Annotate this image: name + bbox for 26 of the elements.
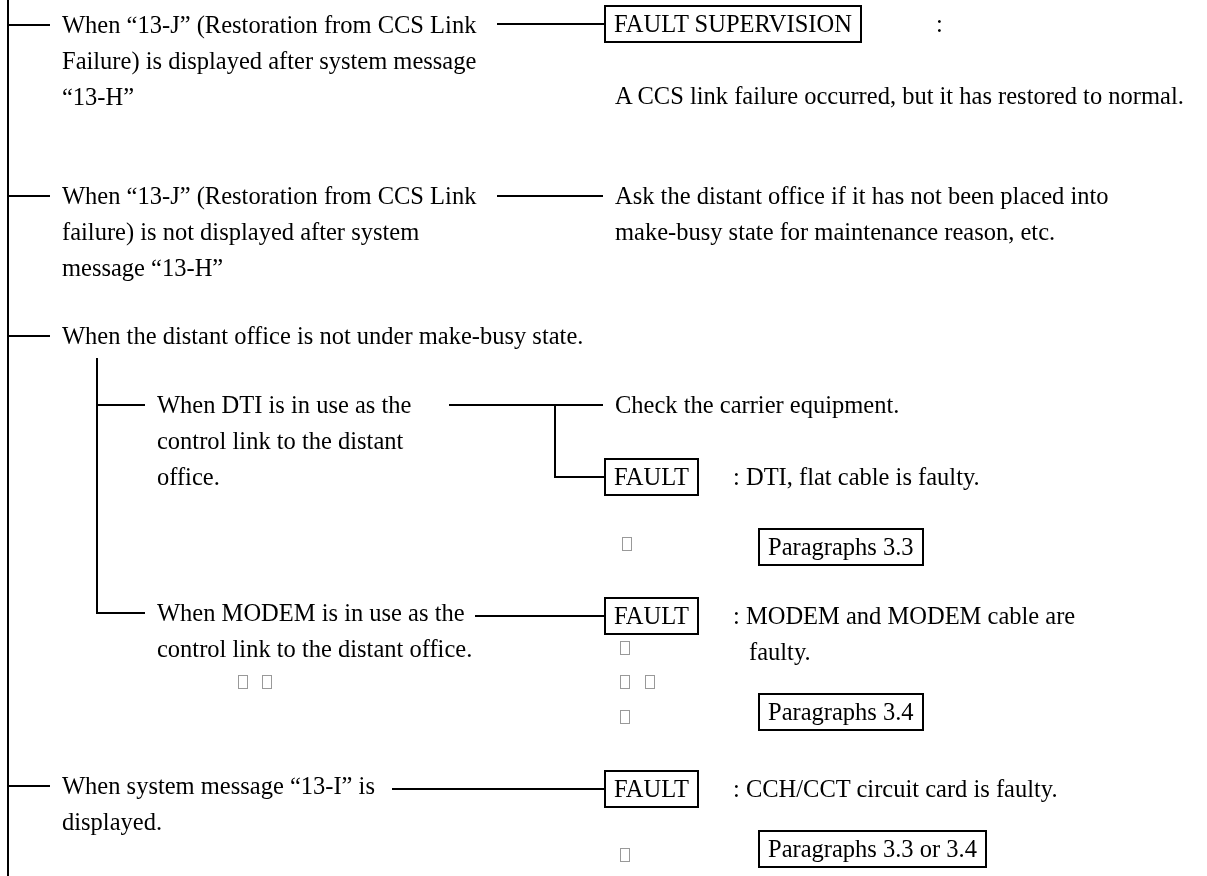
connector-line <box>496 195 604 197</box>
connector-line <box>448 404 605 478</box>
fault-description: : CCH/CCT circuit card is faulty. <box>733 774 1059 804</box>
condition-text: When “13-J” (Restoration from CCS Link Failure) is displayed after system message “13-H” <box>62 7 497 115</box>
condition-text: When DTI is in use as the control link to the distant office. <box>157 387 449 495</box>
connector-line <box>474 615 605 617</box>
connector-line <box>496 23 605 25</box>
connector-line <box>391 788 605 790</box>
condition-text: Ask the distant office if it has not been placed into make-busy state for maintenance reason, etc. <box>615 178 1175 250</box>
labeled-box: FAULT <box>604 597 699 635</box>
labeled-box: Paragraphs 3.4 <box>758 693 924 731</box>
labeled-box: Paragraphs 3.3 or 3.4 <box>758 830 987 868</box>
labeled-box: FAULT <box>604 458 699 496</box>
condition-text: When system message “13-I” is displayed. <box>62 768 392 840</box>
labeled-box: FAULT <box>604 770 699 808</box>
description-text: A CCS link failure occurred, but it has restored to normal. <box>615 81 1185 111</box>
condition-text: When “13-J” (Restoration from CCS Link failure) is not displayed after system message “13-H” <box>62 178 497 286</box>
fault-description: : MODEM and MODEM cable are faulty. <box>733 601 1077 667</box>
connector-line <box>96 357 146 614</box>
labeled-box: Paragraphs 3.3 <box>758 528 924 566</box>
condition-text: When MODEM is in use as the control link to the distant office. <box>157 595 475 667</box>
condition-text: Check the carrier equipment. <box>615 387 1015 423</box>
labeled-box: FAULT SUPERVISION <box>604 5 862 43</box>
fault-description: : <box>936 9 944 39</box>
condition-text: When the distant office is not under make-busy state. <box>62 318 782 354</box>
fault-description: : DTI, flat cable is faulty. <box>733 462 981 492</box>
